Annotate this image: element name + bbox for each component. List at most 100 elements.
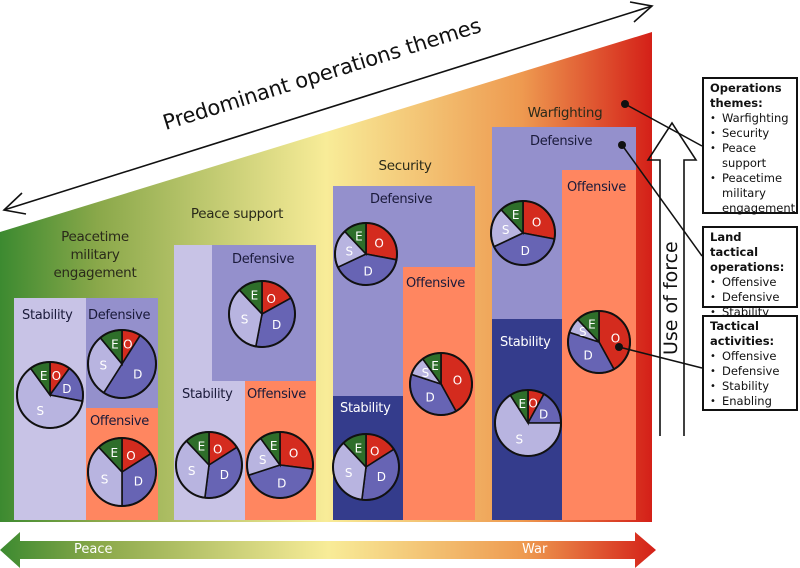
pie-outline [490,200,556,266]
pie-slice-label-O: O [370,445,379,459]
legend-item: Stability [710,379,791,394]
pie-slice-label-S: S [515,432,523,446]
title-arrow-line [3,5,653,211]
pie-slice-label-S: S [188,464,196,478]
pie-slice-label-E: E [110,446,118,460]
box-label-defensive: Defensive [232,252,295,267]
pie-slice-label-S: S [101,472,109,486]
use-of-force-label: Use of force [660,241,682,355]
pie-slice-label-S: S [345,244,353,258]
pie-slice-label-E: E [512,208,520,222]
pie-slice-label-O: O [52,369,61,383]
pie-slice-label-E: E [40,369,48,383]
scale-label-war: War [522,542,548,557]
pie-slice-label-D: D [134,475,143,489]
pie-slice-label-S: S [579,325,587,339]
theme-label-peace-support: Peace support [190,206,284,222]
pie-slice-label-D: D [364,264,373,278]
pie-chart: OD SE [332,433,400,501]
pie-slice-label-E: E [355,441,363,455]
title-arrow-left-head [2,192,27,215]
pie-slice-label-D: D [277,477,286,491]
pie-chart: O DSE [490,200,556,266]
legend-item: Offensive [710,349,791,364]
legend-item: Offensive [710,275,791,290]
legend-item: Warfighting [710,111,791,126]
pie-slice-label-D: D [377,470,386,484]
legend-item: Defensive [710,290,791,305]
legend-tactical-activities: Tactical activities: Offensive Defensive… [702,315,798,411]
box-label-offensive: Offensive [90,414,149,429]
legend-title: Land tactical operations: [710,230,785,274]
pie-slice-label-D: D [220,468,229,482]
box-label-stability: Stability [22,308,73,323]
legend-land-tactical-operations: Land tactical operations: Offensive Defe… [702,226,798,320]
scale-label-peace: Peace [74,542,113,557]
pie-slice-label-S: S [345,466,353,480]
pie-slice-label-O: O [267,292,276,306]
legend-item: Security [710,126,791,141]
box-label-stability: Stability [500,335,551,350]
pie-slice-label-D: D [539,407,548,421]
legend-title: Tactical activities: [710,319,775,348]
pie-outline [87,437,157,507]
pie-slice-label-S: S [241,313,249,327]
pie-slice-label-E: E [251,288,259,302]
pie-slice-label-S: S [502,223,510,237]
pie-slice-label-S: S [36,404,44,418]
box-label-stability: Stability [182,387,233,402]
pie-slice-label-S: S [100,359,108,373]
box-label-offensive: Offensive [247,387,306,402]
pie-outline [16,361,84,429]
legend-operations-themes: Operations themes: Warfighting Security … [702,77,798,216]
title-arrow-right-head [629,1,654,23]
pie-slice-label-S: S [259,453,267,467]
box-label-defensive: Defensive [88,308,151,323]
pie-outline [567,310,631,374]
pie-slice-label-O: O [123,337,132,351]
intensity-gradient-area [0,32,652,522]
pie-chart: OD SE [87,437,157,507]
pie-outline [175,431,243,499]
pie-slice-label-O: O [213,443,222,457]
pie-slice-label-O: O [611,331,620,345]
pie-slice-label-E: E [270,439,278,453]
pie-slice-label-E: E [431,359,439,373]
legend-item: Enabling [710,394,791,409]
theme-label-security: Security [378,158,432,174]
pie-chart: O DSE [246,431,314,499]
pie-slice-label-D: D [426,391,435,405]
box-label-stability: Stability [340,401,391,416]
pie-slice-label-O: O [528,397,537,411]
pie-slice-label-O: O [374,237,383,251]
pie-slice-label-E: E [355,230,363,244]
pie-slice-label-E: E [588,318,596,332]
pie-slice-label-O: O [126,449,135,463]
box-label-offensive: Offensive [406,276,465,291]
pie-slice-label-S: S [422,366,430,380]
pie-slice-label-O: O [453,373,462,387]
pie-slice-label-E: E [111,338,119,352]
pie-outline [246,431,314,499]
pie-outline [332,433,400,501]
theme-label-warfighting: Warfighting [527,105,603,121]
pie-outline [409,352,473,416]
legend-item: Peacetime military engagement [710,171,795,216]
box-label-defensive: Defensive [530,134,593,149]
pie-slice-label-O: O [289,446,298,460]
pie-outline [334,222,398,286]
box-label-offensive: Offensive [567,180,626,195]
pie-outline [228,280,296,348]
pie-chart: OD S E [16,361,84,429]
pie-slice-label-O: O [532,215,541,229]
pie-slice-label-D: D [62,382,71,396]
pie-slice-label-D: D [521,244,530,258]
